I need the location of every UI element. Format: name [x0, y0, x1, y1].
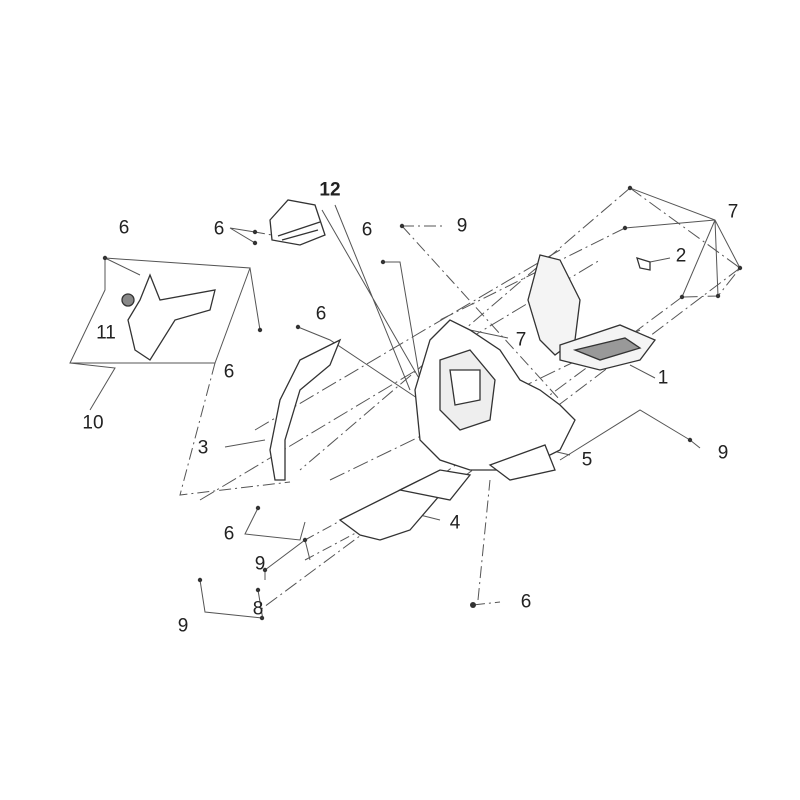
callout-6: 6 [315, 303, 327, 325]
callout-6: 6 [223, 523, 235, 545]
callout-9: 9 [456, 215, 468, 237]
parts [121, 199, 657, 541]
callout-9: 9 [177, 615, 189, 637]
callout-12: 12 [319, 179, 341, 201]
callout-6: 6 [520, 591, 532, 613]
callout-8: 8 [252, 598, 264, 620]
callout-9: 9 [717, 442, 729, 464]
callout-2: 2 [675, 245, 687, 267]
callout-6: 6 [223, 361, 235, 383]
callout-9: 9 [254, 553, 266, 575]
callout-1: 1 [657, 367, 669, 389]
callout-6: 6 [118, 217, 130, 239]
leader-lines [69, 187, 741, 621]
part-headlight-cover [527, 254, 581, 356]
callout-10: 10 [82, 412, 104, 434]
part-side-cowl [269, 338, 342, 481]
callout-6: 6 [361, 219, 373, 241]
callout-4: 4 [449, 512, 461, 534]
callout-11: 11 [96, 322, 116, 344]
part-inner-cover [488, 444, 556, 481]
fasteners [102, 185, 743, 621]
callout-7: 7 [727, 201, 739, 223]
callout-3: 3 [197, 437, 209, 459]
callout-6: 6 [213, 218, 225, 240]
callout-5: 5 [581, 449, 593, 471]
part-lower-cowl [338, 479, 441, 541]
callout-7: 7 [515, 329, 527, 351]
part-side-panel-left [127, 273, 216, 361]
